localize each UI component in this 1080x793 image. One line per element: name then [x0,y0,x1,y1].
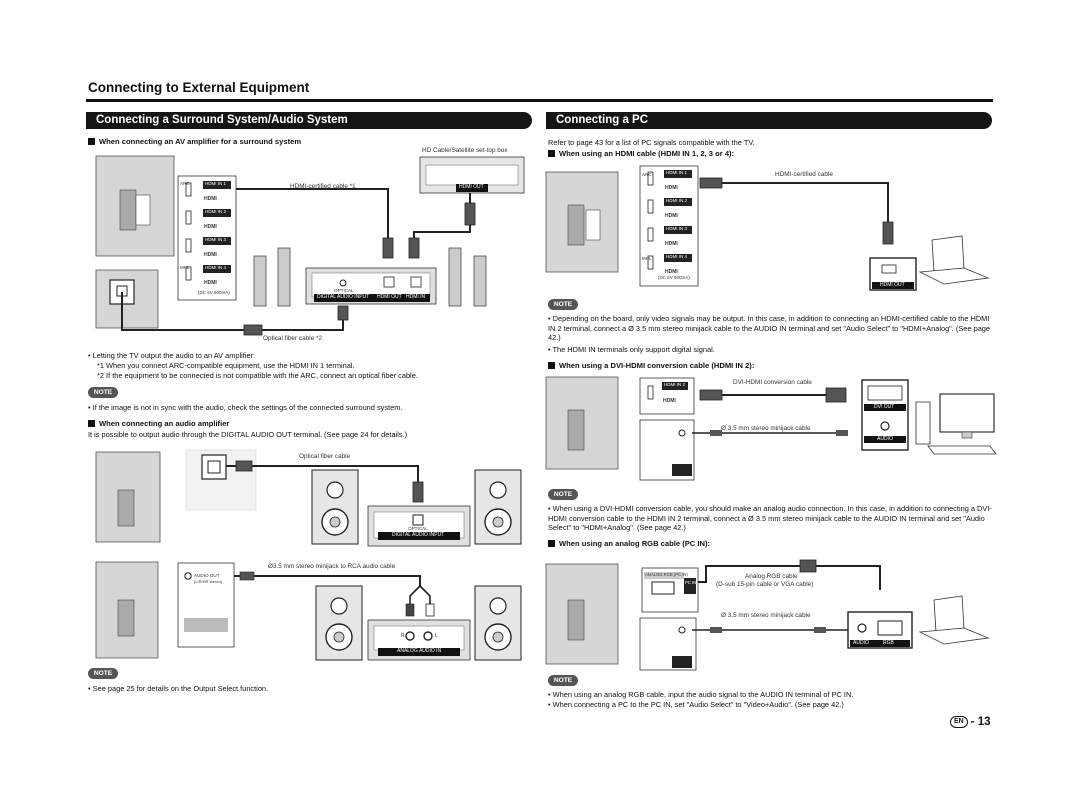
hdmi-logo-3: HDMI [204,252,217,258]
note-sync: • If the image is not in sync with the a… [88,403,403,412]
amp-digital-audio-input-label: DIGITAL AUDIO INPUT [317,294,370,300]
caption-optical-2: Optical fiber cable [299,453,351,460]
caption-hdmi-cable: HDMI-certified cable *1 [290,183,356,190]
note-pc-digital-only: • The HDMI IN terminals only support dig… [548,345,715,354]
pc-hdmi-logo-3: HDMI [665,241,678,247]
caption-minijack-rca: Ø3.5 mm stereo minijack to RCA audio cab… [268,563,396,570]
pc-in-label: PC IN [685,580,697,585]
title-rule [86,99,993,102]
pc-tv-hdmi1-label: HDMI IN 1 [666,170,688,175]
dvi-out-label: DVI OUT [874,404,895,410]
amp2-optical-label: OPTICAL [408,526,428,531]
amp-hdmi-in-label: HDMI IN [406,294,426,300]
note-badge-1: NOTE [88,387,118,398]
tv-hdmi4-label: HDMI IN 4 [205,265,227,270]
pc-tv-hdmi3-label: HDMI IN 3 [666,226,688,231]
tv-hdmi1-label: HDMI IN 1 [205,181,227,186]
section-title-pc: Connecting a PC [546,112,992,129]
tv-mhl-label: MHL [180,265,190,270]
pc-tv-arc-label: ARC [642,172,652,177]
bullet-tv-output: • Letting the TV output the audio to an … [88,351,256,360]
pc-hdmi-logo-1: HDMI [665,185,678,191]
pc-tv-hdmi4-label: HDMI IN 4 [666,254,688,259]
note-badge-pc-2: NOTE [548,489,578,500]
subheading-pc-hdmi: When using an HDMI cable (HDMI IN 1, 2, … [548,149,734,158]
pc-hdmi-logo-2: HDMI [665,213,678,219]
page-number: EN- 13 [950,716,991,728]
note-rgb-select: • When connecting a PC to the PC IN, set… [548,700,844,709]
hdmi-logo-1: HDMI [204,196,217,202]
rca-l-label: L [435,633,438,639]
pc-hdmi-out-label: HDMI OUT [880,282,905,288]
note-output-select: • See page 25 for details on the Output … [88,684,269,693]
caption-dvi-minijack: Ø 3.5 mm stereo minijack cable [721,425,811,432]
caption-hd-box: HD Cable/Satellite set-top box [422,147,508,154]
hdmi-logo-4: HDMI [204,280,217,286]
caption-pc-hdmi-cable: HDMI-certified cable [775,171,833,178]
subheading-analog-rgb: When using an analog RGB cable (PC IN): [548,539,710,548]
amp-optical-label: OPTICAL [334,288,354,293]
pc-intro: Refer to page 43 for a list of PC signal… [548,138,755,147]
page-title: Connecting to External Equipment [88,80,310,95]
note-badge-pc-3: NOTE [548,675,578,686]
subheading-audio-amplifier: When connecting an audio amplifier [88,419,229,428]
note-badge-pc-1: NOTE [548,299,578,310]
rgb-port-label: RGB [883,640,894,646]
tv-hdmi3-label: HDMI IN 3 [205,237,227,242]
dvi-audio-label: AUDIO [877,436,893,442]
pc-tv-mhl-label: MHL [642,256,652,261]
tv-arc-label: ARC [180,181,190,186]
pc-tv-dc-label: (DC 5V 900mA) [658,275,690,280]
note-dvi-analog: • When using a DVI-HDMI conversion cable… [548,504,992,533]
hd-box-hdmi-out-label: HDMI OUT [459,184,484,190]
dvi-hdmi-logo: HDMI [663,398,676,404]
caption-analog-rgb-sub: (D-sub 15-pin cable or VGA cable) [716,581,814,588]
rgb-audio-label: AUDIO [853,640,869,646]
audio-amplifier-text: It is possible to output audio through t… [88,430,408,439]
amp-hdmi-out-label: HDMI OUT [377,294,402,300]
hdmi-logo-2: HDMI [204,224,217,230]
analog-rgb-pc-in-label: ANALOG RGB (PC IN) [645,572,688,577]
pc-hdmi-logo-4: HDMI [665,269,678,275]
tv-hdmi2-label: HDMI IN 2 [205,209,227,214]
pc-tv-hdmi2-label: HDMI IN 2 [666,198,688,203]
amp2-digital-audio-input-label: DIGITAL AUDIO INPUT [392,532,445,538]
section-title-surround: Connecting a Surround System/Audio Syste… [86,112,532,129]
footnote-1: *1 When you connect ARC-compatible equip… [97,361,355,370]
audio-out-sub-label: (L/R/HR stereo) [194,579,223,584]
tv-dc-label: (DC 5V 900mA) [198,290,230,295]
analog-audio-in-label: ANALOG AUDIO IN [397,648,442,654]
subheading-dvi-hdmi: When using a DVI-HDMI conversion cable (… [548,361,754,370]
caption-optical-cable: Optical fiber cable *2 [263,335,322,342]
caption-analog-rgb: Analog RGB cable [745,573,798,580]
audio-out-label: AUDIO OUT [194,573,220,578]
dvi-tv-hdmi2-label: HDMI IN 2 [664,382,686,387]
rca-r-label: R [401,633,405,639]
note-pc-video-only: • Depending on the board, only video sig… [548,314,991,343]
subheading-av-amplifier: When connecting an AV amplifier for a su… [88,137,301,146]
caption-rgb-minijack: Ø 3.5 mm stereo minijack cable [721,612,811,619]
note-badge-2: NOTE [88,668,118,679]
footnote-2: *2 If the equipment to be connected is n… [97,371,418,380]
note-rgb-audio: • When using an analog RGB cable, input … [548,690,854,699]
caption-dvi-hdmi: DVI-HDMI conversion cable [733,379,812,386]
